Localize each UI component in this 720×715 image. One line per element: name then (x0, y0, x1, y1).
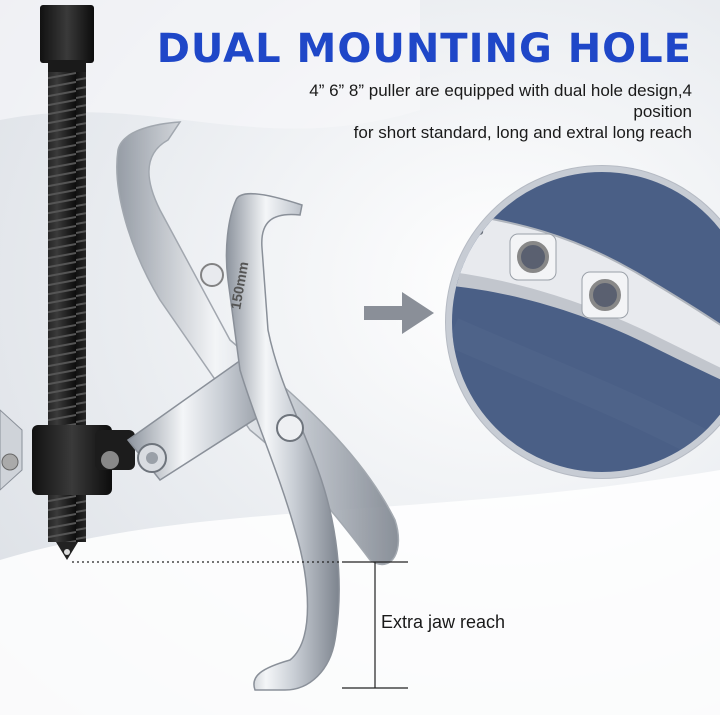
mounting-hole-1 (509, 233, 557, 281)
reach-dimension (72, 561, 408, 689)
yoke (0, 409, 135, 495)
mounting-hole-2 (581, 271, 629, 319)
front-jaw: 150mm (225, 192, 340, 691)
description-line-1: 4” 6” 8” puller are equipped with dual h… (309, 81, 692, 121)
headline: DUAL MOUNTING HOLE (156, 26, 692, 72)
arrow-right-icon (364, 292, 434, 334)
description-line-2: for short standard, long and extral long… (353, 123, 692, 142)
reach-label: Extra jaw reach (381, 612, 506, 632)
dual-hole-closeup: 0mm (452, 204, 720, 471)
zoom-detail-circle: 0mm (446, 166, 720, 478)
description: 4” 6” 8” puller are equipped with dual h… (252, 80, 692, 143)
back-jaw (116, 121, 400, 566)
